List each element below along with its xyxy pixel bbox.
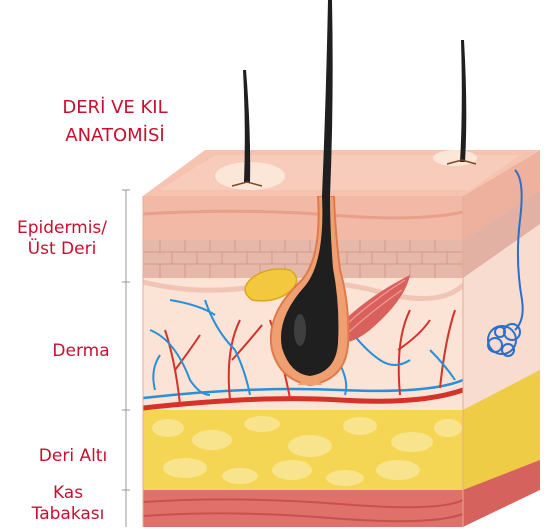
label-muscle: Kas Tabakası <box>12 483 124 525</box>
diagram-title-line1: DERİ VE KIL <box>22 94 208 122</box>
label-epidermis: Epidermis/ Üst Deri <box>0 218 124 260</box>
label-derma: Derma <box>38 341 124 362</box>
label-subcutis: Deri Altı <box>22 446 124 467</box>
label-epidermis-line2: Üst Deri <box>0 239 124 260</box>
side-face <box>463 150 540 527</box>
stratum-layer <box>143 240 463 278</box>
diagram-title: DERİ VE KIL ANATOMİSİ <box>22 94 208 150</box>
label-epidermis-line1: Epidermis/ <box>0 218 124 239</box>
label-muscle-line1: Kas <box>12 483 124 504</box>
diagram-title-line2: ANATOMİSİ <box>22 122 208 150</box>
label-muscle-line2: Tabakası <box>12 504 124 525</box>
label-derma-line1: Derma <box>38 341 124 362</box>
front-face <box>143 196 463 527</box>
hair-shaft-right <box>460 40 466 162</box>
main-hair-shaft <box>322 0 333 196</box>
hair-pore-highlight <box>433 150 477 166</box>
epidermis-layer <box>143 196 463 246</box>
label-subcutis-line1: Deri Altı <box>22 446 124 467</box>
